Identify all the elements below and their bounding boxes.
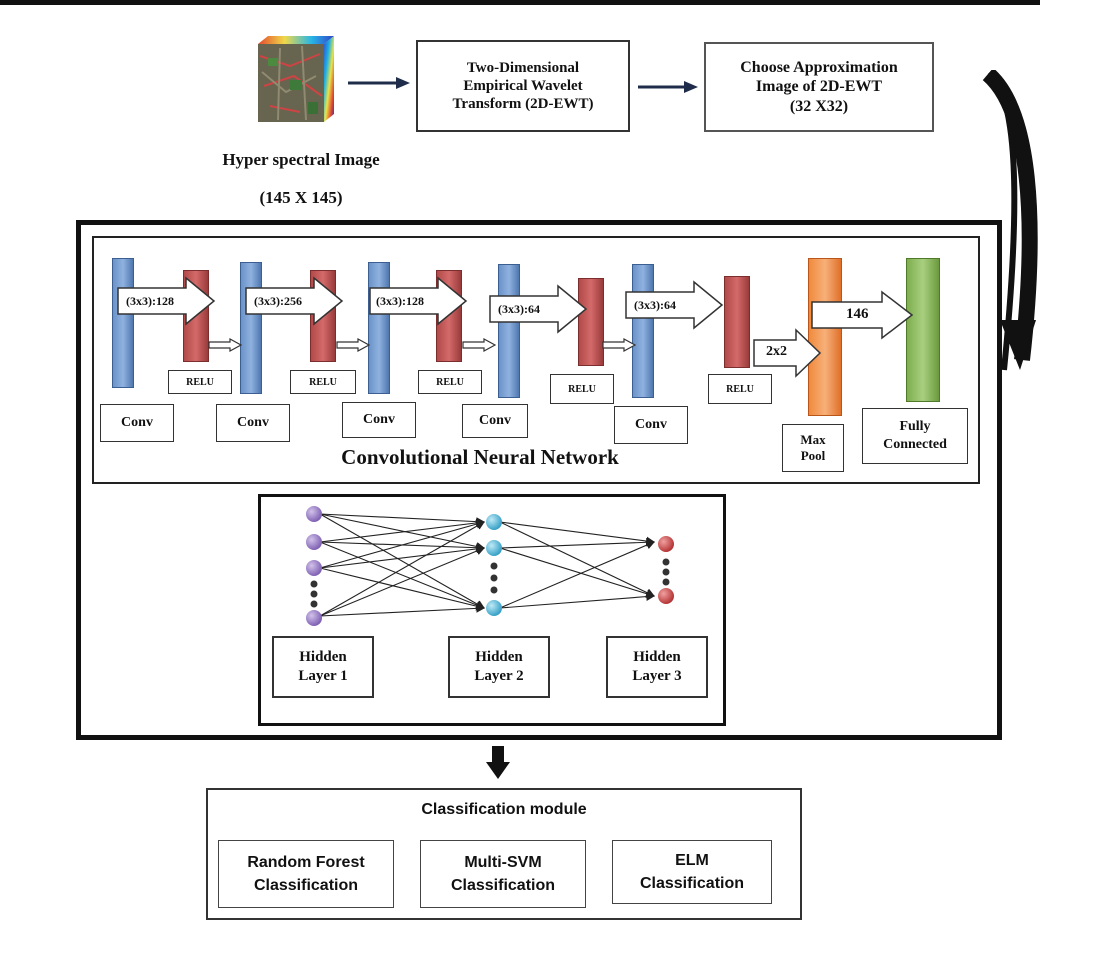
conv-label-3: Conv	[342, 402, 416, 438]
hidden-layer-2-line1: Hidden	[475, 649, 523, 666]
relu-to-conv-arrow-2	[336, 338, 370, 352]
conv-arrow-1-label: (3x3):128	[126, 294, 174, 308]
conv-label-2: Conv	[216, 404, 290, 442]
conv-arrow-2	[245, 276, 344, 326]
maxpool-label: Max Pool	[782, 424, 844, 472]
relu-label-5: RELU	[708, 374, 772, 404]
cnn-title: Convolutional Neural Network	[341, 445, 619, 469]
conv-label-5: Conv	[614, 406, 688, 444]
fc-arrow	[811, 290, 914, 340]
down-arrow	[486, 746, 510, 779]
ewt-line2: Empirical Wavelet	[463, 78, 583, 94]
elm-line1: ELM	[675, 851, 709, 869]
conv-label-1: Conv	[100, 404, 174, 442]
hidden-layer-3-line2: Layer 3	[632, 668, 682, 684]
conv-arrow-2-label: (3x3):256	[254, 294, 302, 308]
conv-arrow-4	[489, 284, 588, 334]
maxpool-layer	[808, 258, 842, 416]
maxpool-label-line1: Max	[800, 431, 826, 447]
classification-module-title: Classification module	[421, 801, 587, 818]
conv-arrow-3-label: (3x3):128	[376, 294, 424, 308]
conv-label-4: Conv	[462, 404, 528, 438]
hidden-layer-1-label: Hidden Layer 1	[272, 636, 374, 698]
hidden-layer-3-line1: Hidden	[633, 649, 681, 666]
hyperspectral-size-label: (145 X 145)	[259, 188, 343, 207]
fully-connected-layer	[906, 258, 940, 402]
curved-connector-arrow	[982, 70, 1038, 371]
feature-extraction-frame	[76, 220, 1002, 740]
hidden-layer-1-line1: Hidden	[299, 649, 347, 666]
elm-line2: Classification	[639, 875, 745, 892]
conv-arrow-3	[369, 276, 468, 326]
conv-arrow-1	[117, 276, 216, 326]
relu-label-1: RELU	[168, 370, 232, 394]
multi-svm-box: Multi-SVM Classification	[420, 840, 586, 908]
pool-arrow-label: 2x2	[766, 344, 787, 359]
relu-label-4: RELU	[550, 374, 614, 404]
approx-line1: Choose Approximation	[740, 59, 898, 77]
relu-layer-5	[724, 276, 750, 368]
relu-to-conv-arrow-4	[602, 338, 636, 352]
relu-to-conv-arrow-3	[462, 338, 496, 352]
hidden-layer-3-label: Hidden Layer 3	[606, 636, 708, 698]
hyperspectral-label: Hyper spectral Image	[222, 150, 380, 169]
hidden-layer-2-line2: Layer 2	[474, 668, 524, 684]
relu-layer-4	[578, 278, 604, 366]
conv-arrow-4-label: (3x3):64	[498, 302, 540, 316]
multi-svm-line2: Classification	[450, 877, 556, 894]
fully-connected-label: Fully Connected	[862, 408, 968, 464]
neural-network-graph	[306, 506, 674, 626]
relu-label-3: RELU	[418, 370, 482, 394]
relu-label-2: RELU	[290, 370, 356, 394]
pool-arrow	[753, 328, 822, 378]
random-forest-line2: Classification	[253, 877, 359, 894]
random-forest-box: Random Forest Classification	[218, 840, 394, 908]
top-rule	[0, 0, 1040, 5]
approximation-box: Choose Approximation Image of 2D-EWT (32…	[704, 42, 934, 132]
fc-label-line1: Fully	[899, 418, 931, 434]
ewt-line1: Two-Dimensional	[466, 60, 580, 76]
fc-arrow-label: 146	[846, 306, 869, 322]
approx-line2: Image of 2D-EWT	[755, 78, 883, 96]
random-forest-line1: Random Forest	[247, 853, 365, 871]
approx-line3: (32 X32)	[789, 97, 849, 115]
multi-svm-line1: Multi-SVM	[464, 853, 542, 871]
elm-box: ELM Classification	[612, 840, 772, 904]
conv-arrow-5-label: (3x3):64	[634, 298, 676, 312]
arrow-ewt-to-approx	[638, 81, 698, 93]
hidden-layer-2-label: Hidden Layer 2	[448, 636, 550, 698]
relu-to-conv-arrow-1	[208, 338, 242, 352]
maxpool-label-line2: Pool	[800, 448, 826, 463]
ewt-box: Two-Dimensional Empirical Wavelet Transf…	[416, 40, 630, 132]
hyperspectral-cube-image	[250, 36, 334, 122]
hidden-layer-1-line2: Layer 1	[298, 668, 348, 684]
arrow-cube-to-ewt	[348, 77, 410, 89]
fc-label-line2: Connected	[883, 437, 947, 452]
conv-arrow-5	[625, 280, 724, 330]
ewt-line3: Transform (2D-EWT)	[452, 96, 594, 112]
